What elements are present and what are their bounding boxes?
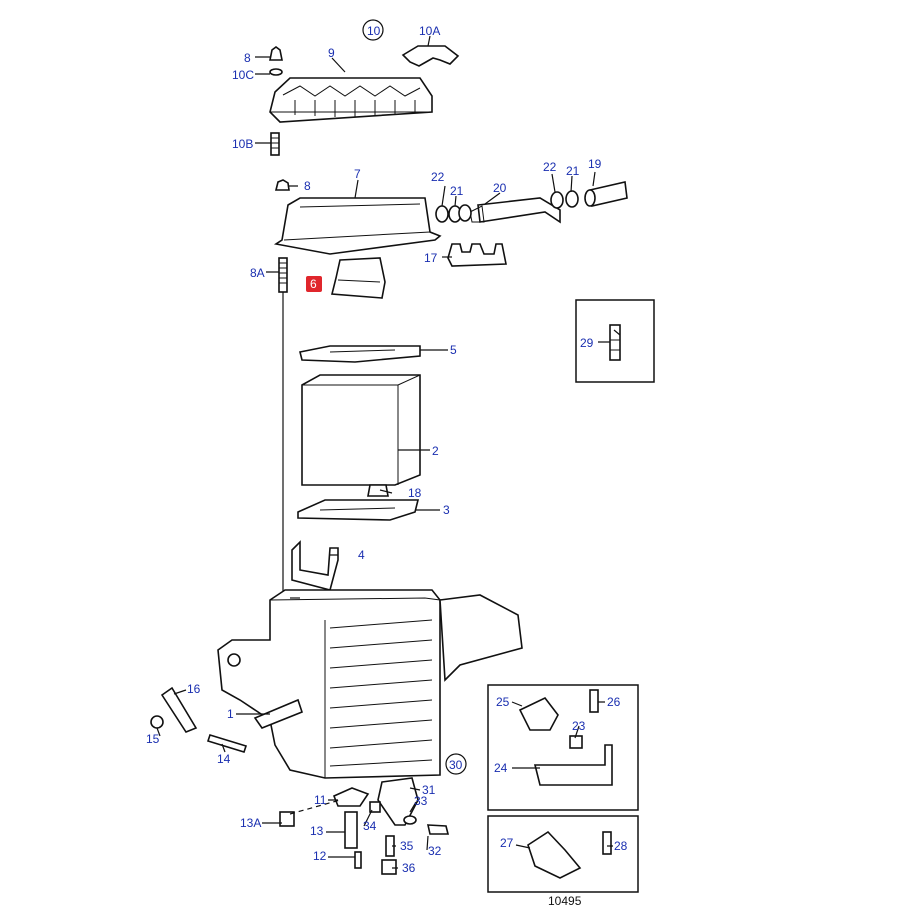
label-26: 26: [607, 695, 621, 709]
bracket-17: [447, 243, 507, 267]
hose-20: [469, 197, 561, 224]
nut-8-top: [269, 46, 283, 61]
label-4: 4: [358, 548, 365, 562]
label-14: 14: [217, 752, 231, 766]
fitting-34: [369, 801, 381, 813]
screw-14: [206, 734, 248, 753]
label-22a: 22: [431, 170, 445, 184]
label-9: 9: [328, 46, 335, 60]
circle-10: [362, 19, 384, 41]
nut-36: [381, 859, 397, 875]
bracket-31: [377, 777, 419, 826]
label-29: 29: [580, 336, 594, 350]
label-30: 30: [449, 758, 463, 772]
label-24: 24: [494, 761, 508, 775]
label-17: 17: [424, 251, 438, 265]
label-11: 11: [314, 793, 327, 807]
label-16: 16: [187, 682, 201, 696]
bracket-10A: [401, 45, 460, 67]
screw-12: [354, 851, 362, 869]
washer-33: [403, 815, 417, 825]
gasket-3: [297, 499, 420, 521]
label-8-mid: 8: [304, 179, 311, 193]
label-1: 1: [227, 707, 234, 721]
drawing-number: 10495: [548, 894, 582, 908]
nut-15: [150, 715, 164, 729]
valve-13: [344, 811, 358, 849]
label-6: 6: [310, 277, 317, 291]
leader-lines: [156, 35, 621, 869]
label-2: 2: [432, 444, 439, 458]
intercooler-housing-1: [217, 589, 523, 779]
label-36: 36: [402, 861, 416, 875]
label-8-top: 8: [244, 51, 251, 65]
label-32: 32: [428, 844, 442, 858]
label-10B: 10B: [232, 137, 253, 151]
label-19: 19: [588, 157, 602, 171]
hose-19: [584, 181, 628, 207]
label-7: 7: [354, 167, 361, 181]
inset-box-29: [575, 299, 655, 383]
label-20: 20: [493, 181, 507, 195]
label-21a: 21: [450, 184, 464, 198]
label-23: 23: [572, 719, 586, 733]
part-labels: 10 10A 9 8 10C 10B 7 8 22 21 20 22 21 19…: [146, 24, 628, 908]
bolt-32: [426, 824, 450, 835]
stud-8A: [278, 257, 288, 293]
clip-4: [291, 540, 339, 591]
washer-10C: [269, 68, 283, 76]
label-34: 34: [363, 819, 377, 833]
label-35: 35: [400, 839, 414, 853]
inset-box-23-26: [487, 684, 639, 811]
lever-16: [160, 686, 198, 733]
label-10: 10: [367, 24, 381, 38]
valve-cover-9: [269, 77, 433, 123]
clamps-21-22-right: [550, 190, 579, 209]
label-33: 33: [414, 794, 428, 808]
stud-10B: [270, 132, 280, 156]
deflector-6: [330, 257, 386, 299]
label-22b: 22: [543, 160, 557, 174]
circle-30: [445, 753, 467, 775]
label-3: 3: [443, 503, 450, 517]
label-13A: 13A: [240, 816, 261, 830]
clamps-21-22-left: [435, 204, 472, 223]
label-13: 13: [310, 824, 324, 838]
label-21b: 21: [566, 164, 580, 178]
badge-6: [306, 276, 322, 292]
label-5: 5: [450, 343, 457, 357]
label-15: 15: [146, 732, 160, 746]
gasket-5: [299, 345, 421, 363]
inset-box-27-28: [487, 815, 639, 893]
label-18: 18: [408, 486, 422, 500]
label-10C: 10C: [232, 68, 254, 82]
label-25: 25: [496, 695, 510, 709]
nut-8-mid: [274, 179, 290, 191]
cooler-core-2: [301, 374, 421, 486]
plug-13A: [279, 811, 295, 827]
plug-18: [367, 484, 389, 497]
label-10A: 10A: [419, 24, 440, 38]
cover-7: [273, 197, 442, 255]
label-31: 31: [422, 783, 436, 797]
flange-11: [332, 787, 370, 807]
label-28: 28: [614, 839, 628, 853]
label-8A: 8A: [250, 266, 265, 280]
label-12: 12: [313, 849, 327, 863]
label-27: 27: [500, 836, 514, 850]
